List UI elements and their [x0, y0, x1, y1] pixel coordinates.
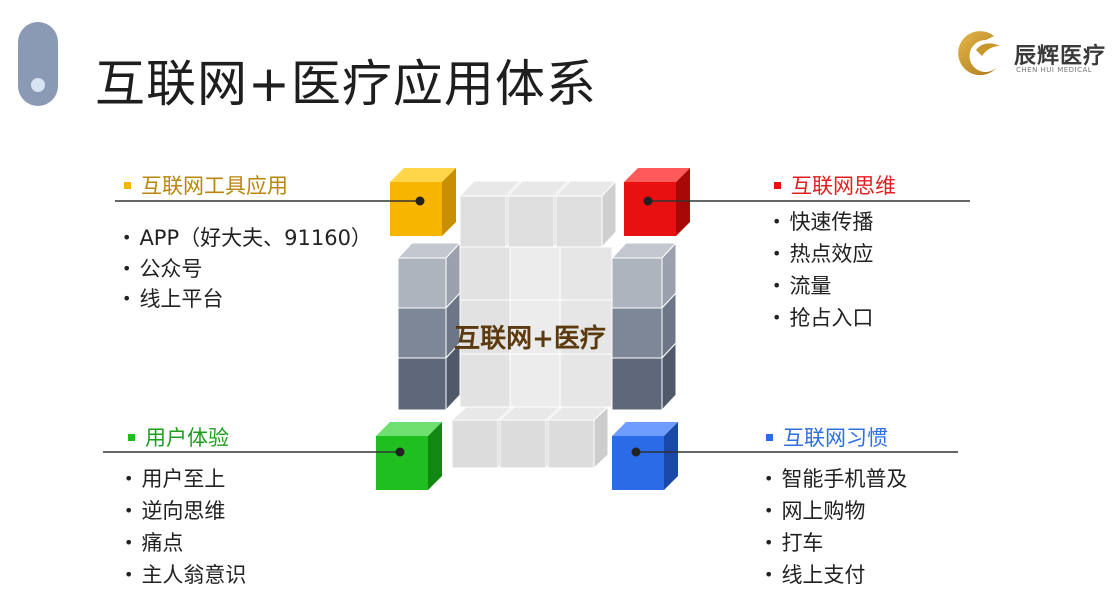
- center-label: 互联网+医疗: [454, 324, 606, 354]
- list-habit: 智能手机普及 网上购物 打车 线上支付: [764, 464, 907, 592]
- connector-lines: [103, 200, 970, 453]
- list-thinking: 快速传播 热点效应 流量 抢占入口: [772, 207, 873, 335]
- heading-square-icon: [766, 433, 773, 441]
- heading-experience: 用户体验: [128, 425, 229, 451]
- list-item: 用户至上: [124, 464, 246, 496]
- logo-subtitle: CHEN HUI MEDICAL: [1016, 66, 1093, 74]
- heading-habit-text: 互联网习惯: [783, 426, 888, 450]
- cube-habit: [612, 422, 678, 490]
- list-tools: APP（好大夫、91160） 公众号 线上平台: [122, 223, 372, 315]
- list-item: 智能手机普及: [764, 464, 907, 496]
- page-title: 互联网+医疗应用体系: [95, 55, 597, 113]
- list-item: 逆向思维: [124, 496, 246, 528]
- heading-thinking: 互联网思维: [774, 173, 896, 199]
- heading-square-icon: [774, 181, 781, 189]
- list-item: 快速传播: [772, 207, 873, 239]
- list-item: 热点效应: [772, 239, 873, 271]
- heading-square-icon: [128, 433, 135, 441]
- heading-tools-text: 互联网工具应用: [141, 174, 288, 198]
- company-logo: 辰辉医疗 CHEN HUI MEDICAL: [946, 28, 1112, 78]
- list-item: 抢占入口: [772, 303, 873, 335]
- heading-experience-text: 用户体验: [145, 426, 229, 450]
- cube-experience: [376, 422, 442, 490]
- cube-grid: [396, 179, 678, 470]
- accent-pill-decoration: [18, 22, 58, 106]
- list-item: 主人翁意识: [124, 560, 246, 592]
- list-item: APP（好大夫、91160）: [122, 223, 372, 255]
- heading-thinking-text: 互联网思维: [791, 174, 896, 198]
- cube-thinking: [624, 168, 690, 236]
- list-item: 打车: [764, 528, 907, 560]
- list-item: 公众号: [122, 255, 372, 285]
- list-experience: 用户至上 逆向思维 痛点 主人翁意识: [124, 464, 246, 592]
- heading-square-icon: [124, 181, 131, 189]
- logo-mark-icon: [958, 31, 1000, 76]
- connector-dots: [395, 196, 653, 457]
- heading-tools: 互联网工具应用: [124, 173, 288, 199]
- cube-tools: [390, 168, 456, 236]
- list-item: 线上支付: [764, 560, 907, 592]
- list-item: 流量: [772, 271, 873, 303]
- list-item: 网上购物: [764, 496, 907, 528]
- list-item: 线上平台: [122, 285, 372, 315]
- logo-name: 辰辉医疗: [1014, 44, 1107, 69]
- heading-habit: 互联网习惯: [766, 425, 888, 451]
- accent-dot: [31, 78, 45, 92]
- list-item: 痛点: [124, 528, 246, 560]
